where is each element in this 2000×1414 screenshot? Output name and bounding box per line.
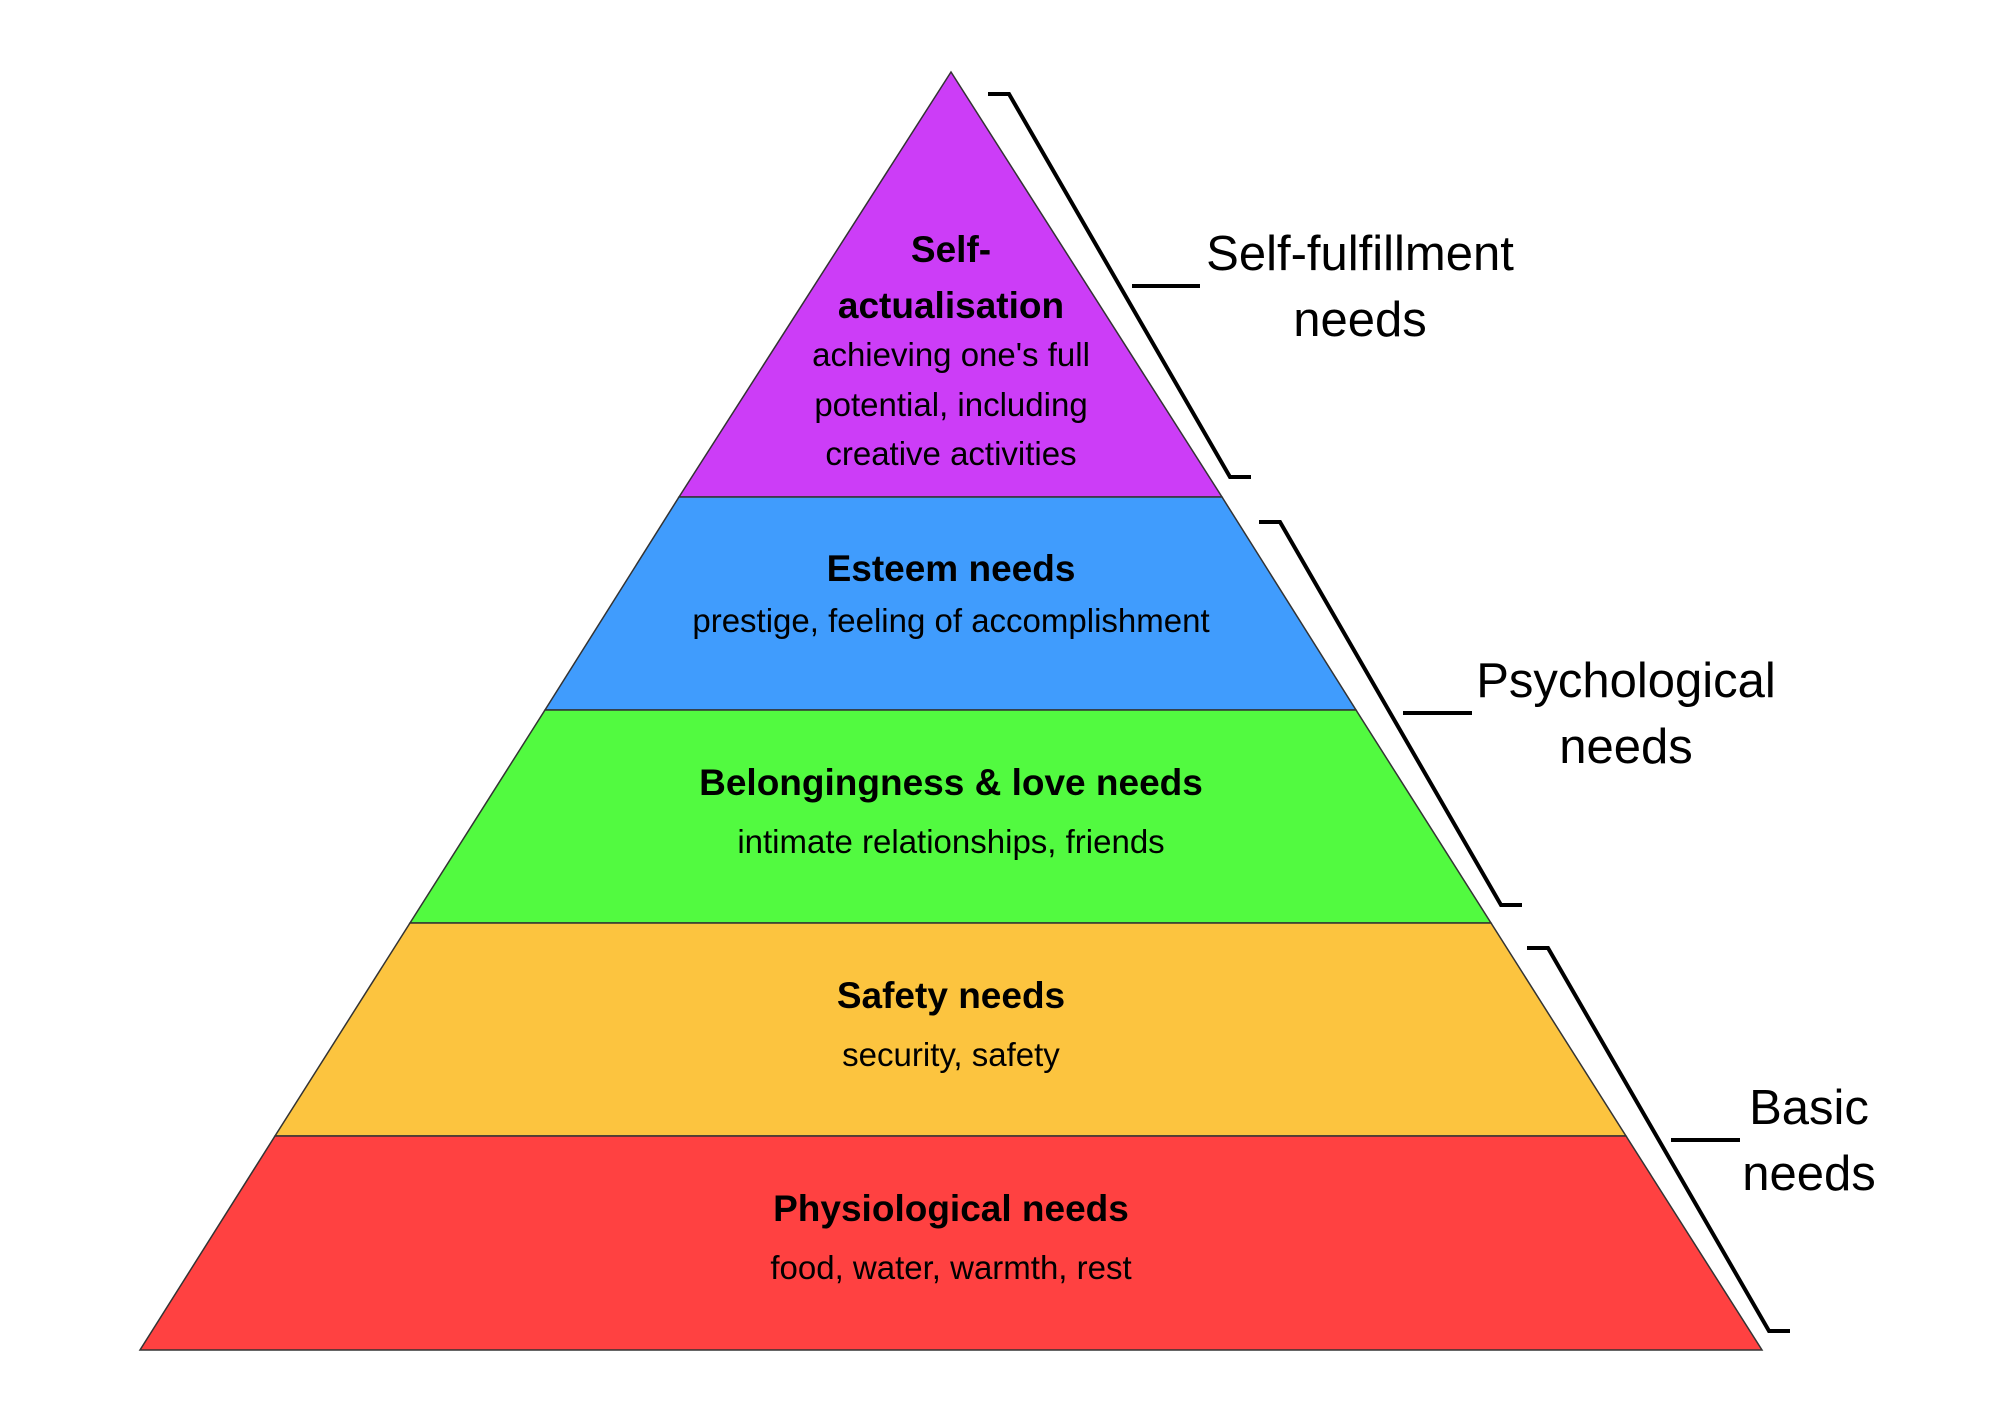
tier-esteem-text: Esteem needs prestige, feeling of accomp… [692,548,1209,639]
tier-description: potential, including [814,386,1087,423]
basic-bracket [1527,946,1790,1333]
group-label: needs [1293,293,1427,347]
tier-description: intimate relationships, friends [737,823,1164,860]
tier-belonging-text: Belongingness & love needs intimate rela… [699,762,1203,860]
tier-safety-text: Safety needs security, safety [837,975,1065,1073]
tier-title: Esteem needs [827,548,1076,589]
tier-description: prestige, feeling of accomplishment [692,602,1209,639]
tier-belonging-shape [408,709,1493,924]
tier-description: security, safety [842,1036,1060,1073]
tier-safety-shape [273,922,1628,1137]
psychological-bracket [1259,520,1522,907]
group-label: needs [1559,720,1693,774]
tier-title: Belongingness & love needs [699,762,1203,803]
group-label: Self-fulfillment [1206,227,1514,281]
self-fulfillment-bracket [988,92,1251,479]
tier-self-actualisation-text: Self- actualisation achieving one's full… [812,229,1090,472]
tier-description: food, water, warmth, rest [770,1249,1131,1286]
tier-description: achieving one's full [812,336,1090,373]
tier-description: creative activities [825,435,1076,472]
group-label: Basic [1749,1081,1869,1135]
group-label: Psychological [1476,654,1776,708]
tier-title: actualisation [838,285,1064,326]
tier-title: Self- [911,229,991,270]
tier-physiological-shape [138,1135,1764,1351]
group-label: needs [1742,1147,1876,1201]
tier-title: Physiological needs [773,1188,1129,1229]
tier-title: Safety needs [837,975,1065,1016]
tier-physiological-text: Physiological needs food, water, warmth,… [770,1188,1131,1286]
